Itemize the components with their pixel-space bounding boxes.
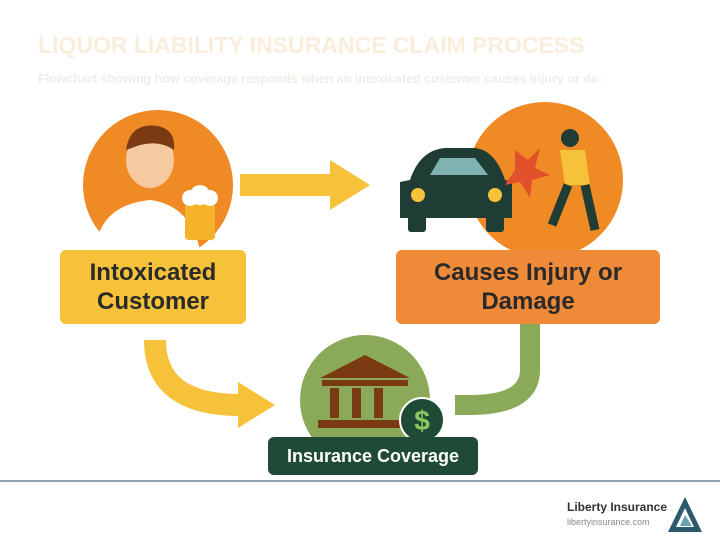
drinking-man-icon — [83, 110, 233, 260]
svg-text:$: $ — [414, 405, 430, 436]
brand-name: Liberty Insurance — [567, 500, 668, 514]
footer-divider — [0, 480, 720, 482]
arrow-down-curve — [144, 339, 241, 416]
page-title: LIQUOR LIABILITY INSURANCE CLAIM PROCESS — [38, 32, 585, 58]
arrow-down-head — [238, 382, 275, 428]
bank-dollar-icon: $ — [300, 335, 445, 465]
page-subtitle: Flowchart showing how coverage responds … — [38, 72, 603, 86]
step-insurance-coverage: Insurance Coverage — [268, 437, 478, 475]
car-crash-icon — [400, 102, 623, 258]
connector-green — [455, 324, 540, 415]
brand-url: libertyinsurance.com — [567, 517, 650, 527]
brand-logo-icon — [668, 497, 702, 532]
arrow-right — [240, 160, 370, 210]
step-intoxicated-customer: Intoxicated Customer — [60, 250, 246, 324]
step-causes-injury: Causes Injury or Damage — [396, 250, 660, 324]
